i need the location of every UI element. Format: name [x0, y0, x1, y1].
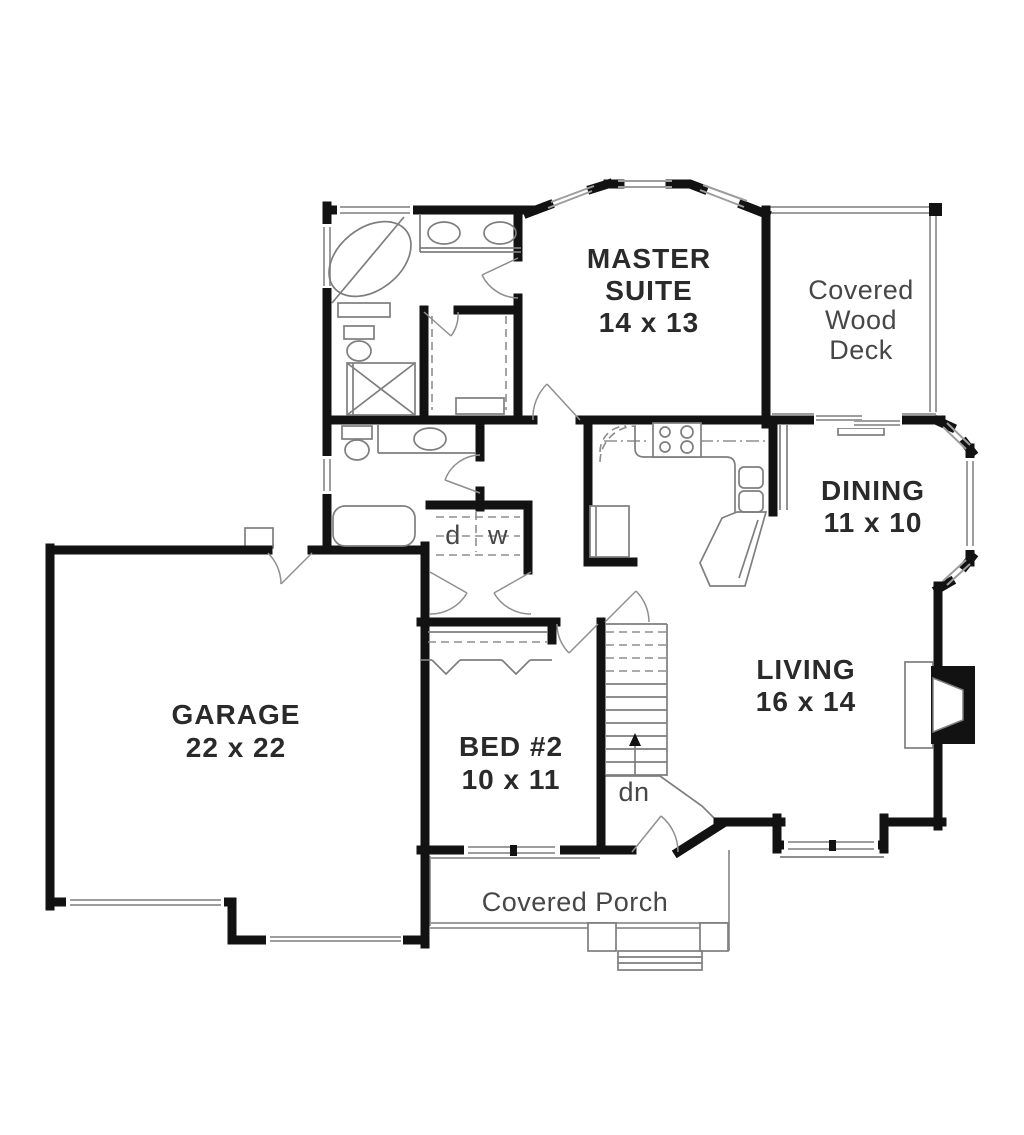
basement-stairs-door	[604, 590, 650, 623]
living-label: LIVING	[756, 654, 855, 685]
sliding-door-deck	[814, 412, 902, 428]
stove-icon	[652, 422, 702, 458]
deck-corner-post	[929, 203, 942, 216]
master-suite-label: MASTER	[587, 243, 711, 274]
fireplace-icon	[904, 661, 975, 749]
bath2-door	[444, 454, 481, 494]
arrow-head	[629, 733, 641, 746]
hall-door	[429, 571, 468, 615]
master-suite-label2: SUITE	[605, 275, 692, 306]
refrigerator-icon	[589, 505, 630, 558]
interior-walls	[416, 205, 778, 855]
dining-dims: 11 x 10	[824, 507, 923, 538]
room-labels: MASTER SUITE 14 x 13 Covered Wood Deck D…	[172, 243, 925, 917]
window	[337, 203, 413, 217]
master-suite-dims: 14 x 13	[599, 307, 699, 338]
corner-tub-icon	[328, 220, 412, 298]
garage-label: GARAGE	[172, 699, 301, 730]
garage-door-stoop	[244, 527, 274, 549]
bed2-door	[556, 623, 599, 654]
closet-door	[423, 311, 459, 337]
bathtub-icon	[332, 505, 416, 547]
garage-door	[266, 934, 403, 947]
bed2-dims: 10 x 11	[462, 764, 561, 795]
kitchen-fixtures	[589, 422, 788, 587]
window	[780, 839, 884, 858]
laundry-closet: d w	[436, 512, 520, 556]
bed2-label: BED #2	[459, 731, 563, 762]
master-suite-door	[532, 383, 581, 421]
window	[320, 456, 334, 494]
toilet-icon	[343, 325, 375, 362]
bifold-door-icon	[431, 659, 531, 676]
counter-back-edge	[779, 425, 788, 510]
bed2-closet	[421, 631, 552, 676]
window	[320, 224, 334, 288]
porch-outline	[429, 850, 730, 971]
washer-label: w	[487, 520, 508, 550]
doors	[267, 257, 679, 853]
stair-landing-edge	[604, 775, 715, 819]
bath2-fixtures	[332, 425, 476, 547]
toilet-icon	[341, 425, 373, 461]
garage-service-door	[267, 552, 313, 585]
living-dims: 16 x 14	[756, 686, 856, 717]
bay-window	[942, 422, 977, 586]
deck-label2: Wood	[825, 305, 897, 335]
garage-door	[66, 896, 224, 909]
garage-dims: 22 x 22	[186, 732, 286, 763]
kitchen-sink-icon	[738, 466, 764, 513]
walk-in-closet	[431, 316, 507, 415]
shower-icon	[346, 362, 416, 416]
windows	[66, 180, 977, 947]
master-bath-fixtures	[328, 215, 521, 416]
porch-steps	[617, 950, 703, 971]
vanity-sink-icon	[377, 425, 476, 454]
deck-label1: Covered	[808, 275, 914, 305]
window	[464, 843, 560, 857]
bay-window	[547, 180, 748, 209]
corner-cabinet-arcs	[599, 425, 637, 463]
front-door	[631, 815, 679, 853]
peninsula-counter	[699, 511, 768, 587]
porch-post	[587, 922, 617, 952]
porch-post	[699, 922, 729, 952]
tub-platform-edge	[331, 216, 405, 304]
tub-step	[337, 302, 391, 318]
double-vanity-icon	[419, 215, 521, 253]
dining-label: DINING	[821, 475, 925, 506]
master-bath-door	[481, 257, 519, 299]
stairs-down-label: dn	[618, 777, 649, 807]
hall-door	[493, 571, 532, 615]
stairs: dn	[606, 623, 668, 807]
porch-label: Covered Porch	[482, 887, 669, 917]
dryer-label: d	[445, 520, 461, 550]
deck-label3: Deck	[829, 335, 893, 365]
